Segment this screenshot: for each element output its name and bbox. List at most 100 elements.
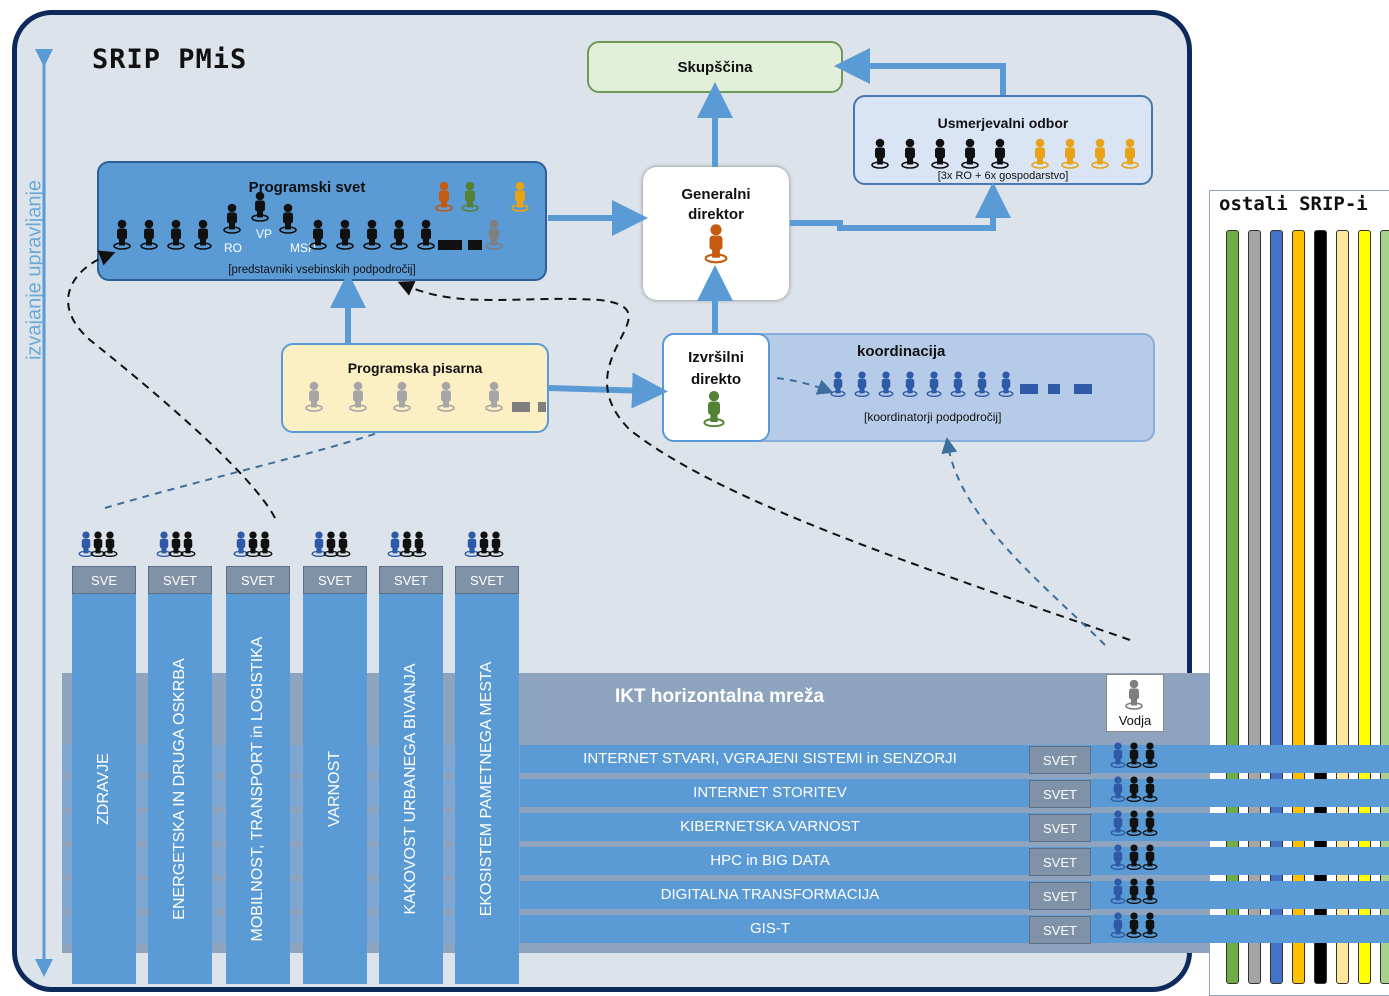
ikt-row-label: KIBERNETSKA VARNOST <box>680 818 860 835</box>
thematic-column: ENERGETSKA IN DRUGA OSKRBA <box>148 594 212 984</box>
person-icon <box>464 531 480 558</box>
ikt-row-band <box>62 779 522 807</box>
ikt-row-band <box>62 881 522 909</box>
ikt-row: INTERNET STVARI, VGRAJENI SISTEMI in SEN… <box>520 745 1389 774</box>
person-icon <box>961 138 979 169</box>
person-icon <box>311 531 327 558</box>
continuation-mark <box>538 402 546 412</box>
person-icon <box>901 138 919 169</box>
person-icon <box>485 381 503 412</box>
person-icon <box>194 219 212 250</box>
person-icon <box>363 219 381 250</box>
person-icon <box>393 381 411 412</box>
person-icon <box>488 531 504 558</box>
person-icon <box>950 371 966 398</box>
ikt-row: HPC in BIG DATA SVET <box>520 847 1389 876</box>
usmerjevalni-title: Usmerjevalni odbor <box>937 115 1069 131</box>
person-icon <box>461 181 479 212</box>
programska-pisarna-title: Programska pisarna <box>347 360 483 376</box>
person-icon <box>1126 742 1142 769</box>
person-icon <box>399 531 415 558</box>
svet-badge: SVET <box>1029 848 1091 876</box>
programski-svet-note: [predstavniki vsebinskih podpodročij] <box>228 264 416 276</box>
vp-label: VP <box>256 227 273 241</box>
person-icon <box>998 371 1014 398</box>
ikt-row-band <box>62 745 522 773</box>
person-icon <box>305 381 323 412</box>
ikt-row-band <box>62 813 522 841</box>
person-icon <box>437 381 455 412</box>
ikt-row-label: INTERNET STVARI, VGRAJENI SISTEMI in SEN… <box>583 750 957 767</box>
person-icon <box>871 138 889 169</box>
person-icon <box>704 223 728 264</box>
person-icon <box>1126 810 1142 837</box>
continuation-mark <box>1020 384 1038 394</box>
person-icon <box>1142 742 1158 769</box>
svet-badge: SVET <box>1029 746 1091 774</box>
person-icon <box>485 219 503 250</box>
svet-badge: SVET <box>1029 780 1091 808</box>
programska-pisarna-box: Programska pisarna <box>281 343 549 433</box>
thematic-column: ZDRAVJE <box>72 594 136 984</box>
koordinacija-note: [koordinatorji podpodročij] <box>864 410 1002 424</box>
person-icon <box>349 381 367 412</box>
person-icon <box>1110 912 1126 939</box>
person-icon <box>140 219 158 250</box>
thematic-column: KAKOVOST URBANEGA BIVANJA <box>379 594 443 984</box>
person-icon <box>390 219 408 250</box>
person-icon <box>1110 878 1126 905</box>
person-icon <box>78 531 94 558</box>
ikt-row-label: HPC in BIG DATA <box>710 852 830 869</box>
svet-badge: SVET <box>148 566 212 594</box>
person-icon <box>180 531 196 558</box>
ikt-row-label: DIGITALNA TRANSFORMACIJA <box>660 886 880 903</box>
diagram-title: SRIP PMiS <box>92 44 248 75</box>
ro-label: RO <box>224 241 242 255</box>
person-icon <box>1126 844 1142 871</box>
person-icon <box>476 531 492 558</box>
person-icon <box>1110 810 1126 837</box>
ikt-row-label: GIS-T <box>750 920 790 937</box>
thematic-column: EKOSISTEM PAMETNEGA MESTA <box>455 594 519 984</box>
person-icon <box>830 371 846 398</box>
person-icon <box>309 219 327 250</box>
person-icon <box>279 203 297 234</box>
svet-badge: SVET <box>455 566 519 594</box>
person-icon <box>1121 138 1139 169</box>
other-srips-title: ostali SRIP-i <box>1219 193 1368 215</box>
person-icon <box>854 371 870 398</box>
svet-badge: SVE <box>72 566 136 594</box>
person-icon <box>703 390 725 428</box>
continuation-mark <box>1074 384 1092 394</box>
person-icon <box>168 531 184 558</box>
person-icon <box>1142 878 1158 905</box>
person-icon <box>1142 844 1158 871</box>
person-icon <box>1142 810 1158 837</box>
svet-badge: SVET <box>1029 814 1091 842</box>
vodja-label: Vodja <box>1118 713 1152 728</box>
person-icon <box>902 371 918 398</box>
person-icon <box>1126 776 1142 803</box>
person-icon <box>511 181 529 212</box>
koordinacija-title: koordinacija <box>857 343 946 360</box>
person-icon <box>974 371 990 398</box>
svet-badge: SVET <box>379 566 443 594</box>
person-icon <box>1110 844 1126 871</box>
person-icon <box>926 371 942 398</box>
person-icon <box>931 138 949 169</box>
msp-label: MSP <box>290 241 317 255</box>
person-icon <box>991 138 1009 169</box>
person-icon <box>1126 912 1142 939</box>
person-icon <box>167 219 185 250</box>
generalni-title: Generalni direktor <box>681 186 751 223</box>
person-icon <box>1142 776 1158 803</box>
continuation-mark <box>1048 384 1060 394</box>
person-icon <box>156 531 172 558</box>
svet-badge: SVET <box>303 566 367 594</box>
izvrsilni-direktor-box: Izvršilni direkto <box>662 333 770 442</box>
person-icon <box>257 531 273 558</box>
person-icon <box>435 181 453 212</box>
